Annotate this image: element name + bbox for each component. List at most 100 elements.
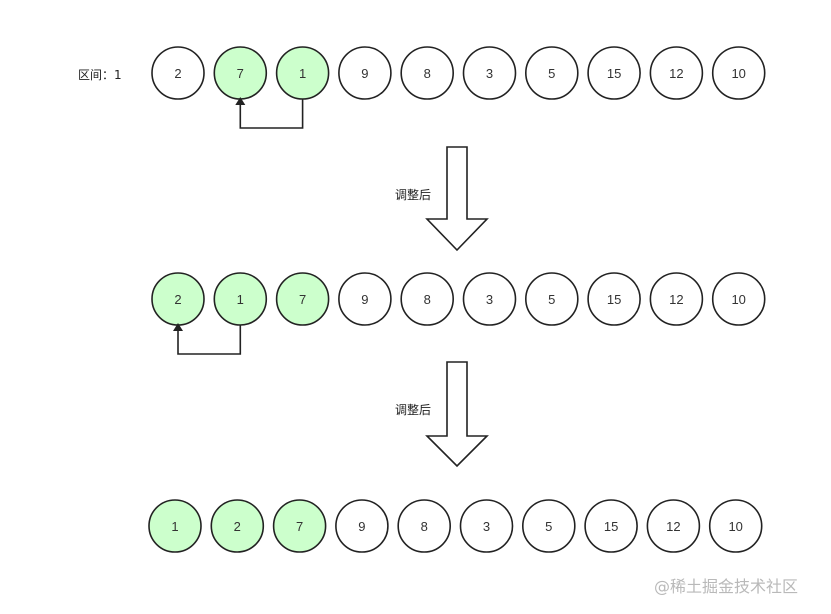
node-circle [521, 499, 576, 553]
highlighted-node-circle [148, 499, 202, 553]
node-value: 5 [548, 292, 555, 307]
highlighted-node-circle [210, 499, 265, 553]
down-arrow-1 [425, 146, 489, 252]
step-label-1: 调整后 [395, 187, 431, 202]
array-node: 12 [649, 46, 704, 100]
node-value: 2 [174, 292, 181, 307]
node-circle [151, 46, 205, 100]
swap-arrow [235, 97, 304, 129]
array-node: 7 [275, 272, 330, 326]
node-value: 9 [361, 292, 368, 307]
node-value: 3 [486, 292, 493, 307]
node-value: 7 [237, 66, 244, 81]
node-circle [400, 272, 455, 326]
node-circle [400, 46, 455, 100]
array-node: 10 [708, 499, 763, 553]
node-value: 3 [486, 66, 493, 81]
node-value: 8 [421, 519, 428, 534]
watermark: @稀土掘金技术社区 [654, 577, 798, 596]
node-value: 12 [669, 66, 683, 81]
node-circle [711, 272, 766, 326]
node-value: 12 [666, 519, 680, 534]
swap-arrow [173, 323, 242, 355]
highlighted-node-circle [272, 499, 327, 553]
node-value: 12 [669, 292, 683, 307]
step-label-2: 调整后 [395, 402, 431, 417]
array-node: 12 [646, 499, 701, 553]
node-value: 9 [361, 66, 368, 81]
array-node: 1 [213, 272, 268, 326]
array-node: 10 [711, 46, 766, 100]
node-circle [649, 46, 704, 100]
array-node: 9 [335, 499, 389, 553]
node-circle [462, 46, 517, 100]
node-value: 5 [545, 519, 552, 534]
node-circle [708, 499, 763, 553]
array-node: 3 [462, 46, 517, 100]
node-value: 10 [731, 292, 745, 307]
array-node: 5 [524, 272, 579, 326]
array-node: 15 [587, 272, 641, 326]
node-value: 2 [234, 519, 241, 534]
node-value: 8 [424, 66, 431, 81]
highlighted-node-circle [275, 272, 330, 326]
array-node: 9 [338, 272, 392, 326]
node-value: 1 [171, 519, 178, 534]
array-node: 8 [400, 272, 455, 326]
node-value: 3 [483, 519, 490, 534]
array-node: 15 [584, 499, 638, 553]
node-value: 5 [548, 66, 555, 81]
node-circle [462, 272, 517, 326]
node-value: 1 [299, 66, 306, 81]
array-node: 7 [272, 499, 327, 553]
array-node: 9 [338, 46, 392, 100]
node-circle [338, 272, 392, 326]
array-node: 5 [521, 499, 576, 553]
node-value: 8 [424, 292, 431, 307]
node-circle [335, 499, 389, 553]
node-circle [397, 499, 452, 553]
node-circle [587, 272, 641, 326]
node-circle [649, 272, 704, 326]
node-value: 15 [604, 519, 618, 534]
array-row-1: 2 7 1 9 8 3 5 15 12 10 [151, 46, 766, 129]
node-circle [587, 46, 641, 100]
node-value: 15 [607, 292, 621, 307]
array-node: 15 [587, 46, 641, 100]
array-node: 3 [462, 272, 517, 326]
node-circle [584, 499, 638, 553]
node-value: 10 [728, 519, 742, 534]
node-circle [338, 46, 392, 100]
node-circle [459, 499, 514, 553]
array-node: 5 [524, 46, 579, 100]
node-circle [524, 46, 579, 100]
array-node: 3 [459, 499, 514, 553]
node-circle [524, 272, 579, 326]
down-arrow-icon [425, 361, 489, 468]
array-row-2: 2 1 7 9 8 3 5 15 12 10 [151, 272, 766, 355]
array-node: 10 [711, 272, 766, 326]
node-circle [711, 46, 766, 100]
array-node: 1 [275, 46, 330, 100]
node-value: 7 [296, 519, 303, 534]
array-node: 2 [210, 499, 265, 553]
array-node: 8 [397, 499, 452, 553]
node-value: 9 [358, 519, 365, 534]
array-node: 2 [151, 272, 205, 326]
node-value: 10 [731, 66, 745, 81]
node-value: 15 [607, 66, 621, 81]
node-circle [646, 499, 701, 553]
array-node: 8 [400, 46, 455, 100]
down-arrow-icon [425, 146, 489, 252]
node-value: 7 [299, 292, 306, 307]
down-arrow-2 [425, 361, 489, 468]
interval-label: 区间：1 [78, 68, 122, 82]
node-value: 2 [174, 66, 181, 81]
array-node: 7 [213, 46, 268, 100]
array-node: 12 [649, 272, 704, 326]
array-node: 2 [151, 46, 205, 100]
array-node: 1 [148, 499, 202, 553]
